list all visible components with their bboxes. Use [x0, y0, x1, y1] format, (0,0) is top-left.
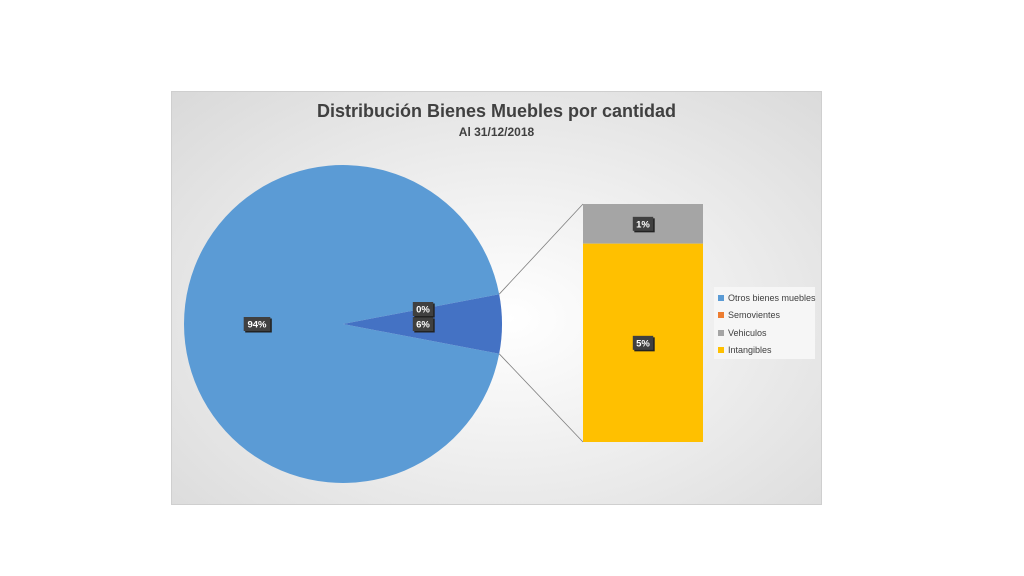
legend-swatch	[718, 312, 724, 319]
chart-subtitle: Al 31/12/2018	[458, 125, 535, 139]
legend-swatch	[718, 329, 724, 336]
data-label-otro: 6%	[416, 320, 430, 331]
legend-item: Intangibles	[718, 342, 811, 360]
chart-title: Distribución Bienes Muebles por cantidad	[316, 101, 677, 121]
legend-item: Vehiculos	[718, 324, 811, 342]
connector-line-top	[498, 203, 584, 295]
data-label-otro-box	[412, 317, 434, 331]
data-label-intangibles: 5%	[636, 338, 650, 349]
legend-label: Semovientes	[728, 310, 781, 321]
legend-label: Otros bienes muebles	[728, 292, 816, 303]
data-label-semovientes-box	[412, 302, 434, 316]
data-label-vehiculos: 1%	[636, 219, 650, 230]
legend-label: Intangibles	[728, 345, 772, 356]
data-label-otros: 94%	[247, 320, 267, 331]
legend-swatch	[718, 294, 724, 301]
legend-label: Vehiculos	[728, 327, 767, 338]
legend-item: Otros bienes muebles	[718, 289, 816, 307]
legend-item: Semovientes	[718, 307, 811, 325]
pie-slice-otros	[184, 165, 500, 483]
data-label-semovientes: 0%	[416, 305, 430, 316]
chart-area: 94% 6% 0% 1% 5% Distribución Bienes Muebles …	[171, 91, 822, 505]
legend-swatch	[718, 347, 724, 354]
data-label-vehiculos-box	[632, 216, 654, 231]
chart-legend: Otros bienes muebles Semovientes Vehicul…	[714, 287, 816, 360]
connector-line-bottom	[498, 353, 584, 443]
bar-of-pie-chart: 94% 6% 0% 1% 5%	[184, 165, 703, 483]
data-label-intangibles-box	[632, 335, 654, 350]
data-label-otros-box	[243, 317, 271, 331]
